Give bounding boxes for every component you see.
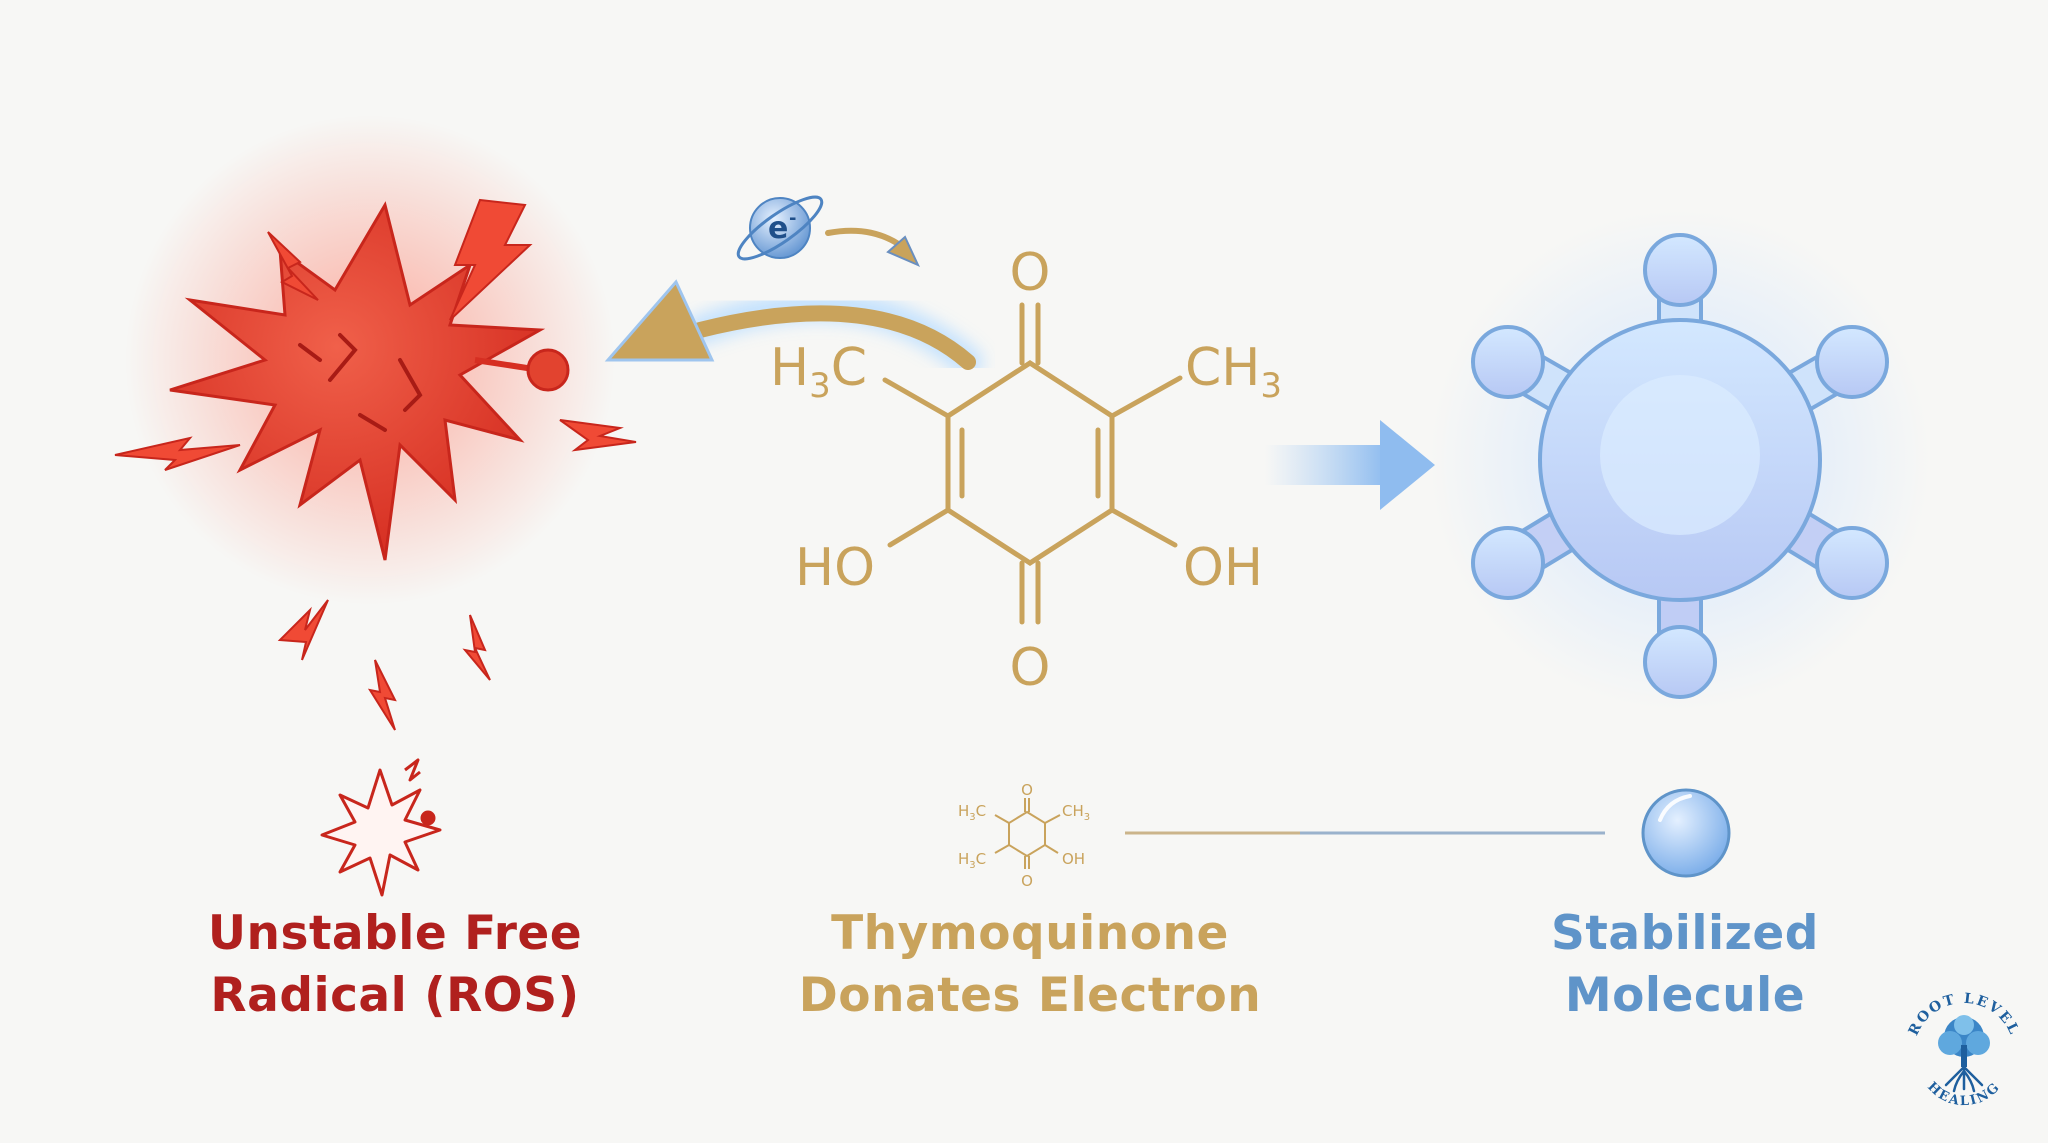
small-radical-icon (320, 758, 442, 897)
lightning-bolt-icon (267, 231, 319, 301)
label-thymoquinone-donates: Thymoquinone Donates Electron (760, 903, 1300, 1027)
free-radical-burst (169, 201, 546, 561)
lightning-bolt-icon (367, 659, 397, 731)
label-stabilized-molecule: Stabilized Molecule (1500, 903, 1870, 1027)
molecule-top-oxygen: O (1010, 243, 1051, 303)
molecule-left-hydroxyl: HO (795, 538, 875, 598)
lightning-bolt-icon (462, 614, 491, 681)
small-molecule-top-left: H3C (958, 802, 986, 823)
root-level-healing-logo: ROOT LEVEL HEALING (1906, 991, 2021, 1109)
label-thymo-line1: Thymoquinone (831, 906, 1229, 961)
large-curved-arrow (692, 305, 976, 370)
label-stable-line2: Molecule (1564, 968, 1806, 1023)
stabilized-molecule-illustration (1430, 210, 1930, 710)
small-thymoquinone-icon (994, 798, 1061, 869)
free-radical-illustration (114, 115, 637, 731)
small-molecule-top-right: CH3 (1062, 802, 1090, 823)
label-unstable-free-radical: Unstable Free Radical (ROS) (155, 903, 635, 1027)
right-arrow (1265, 420, 1435, 510)
small-curved-arrow (825, 227, 903, 248)
label-thymo-line2: Donates Electron (798, 968, 1262, 1023)
electron-symbol: e (768, 211, 788, 246)
molecule-left-methyl: H3C (770, 338, 867, 406)
sphere-icon (1641, 788, 1731, 878)
lightning-bolt-icon (277, 599, 329, 661)
radical-knob (526, 348, 570, 392)
molecule-right-methyl: CH3 (1185, 338, 1282, 406)
electron-transfer: e - (604, 195, 983, 377)
label-radical-line2: Radical (ROS) (210, 968, 580, 1023)
small-molecule-bottom-oxygen: O (1021, 872, 1033, 890)
small-molecule-bottom-left: H3C (958, 850, 986, 871)
electron-charge: - (789, 208, 796, 229)
label-stable-line1: Stabilized (1551, 906, 1819, 961)
molecule-right-hydroxyl: OH (1183, 538, 1263, 598)
process-timeline: O O H3C CH3 H3C OH (320, 758, 1731, 897)
lightning-bolt-icon (449, 198, 533, 321)
thymoquinone-structure (882, 302, 1183, 625)
lightning-bolt-icon (559, 419, 637, 452)
molecule-bottom-oxygen: O (1010, 638, 1051, 698)
small-molecule-bottom-right: OH (1062, 850, 1085, 868)
electron-icon (749, 197, 811, 259)
small-molecule-top-oxygen: O (1021, 781, 1033, 799)
label-radical-line1: Unstable Free (207, 906, 583, 961)
lightning-bolt-icon (114, 436, 241, 471)
tree-icon (1938, 1015, 1990, 1093)
